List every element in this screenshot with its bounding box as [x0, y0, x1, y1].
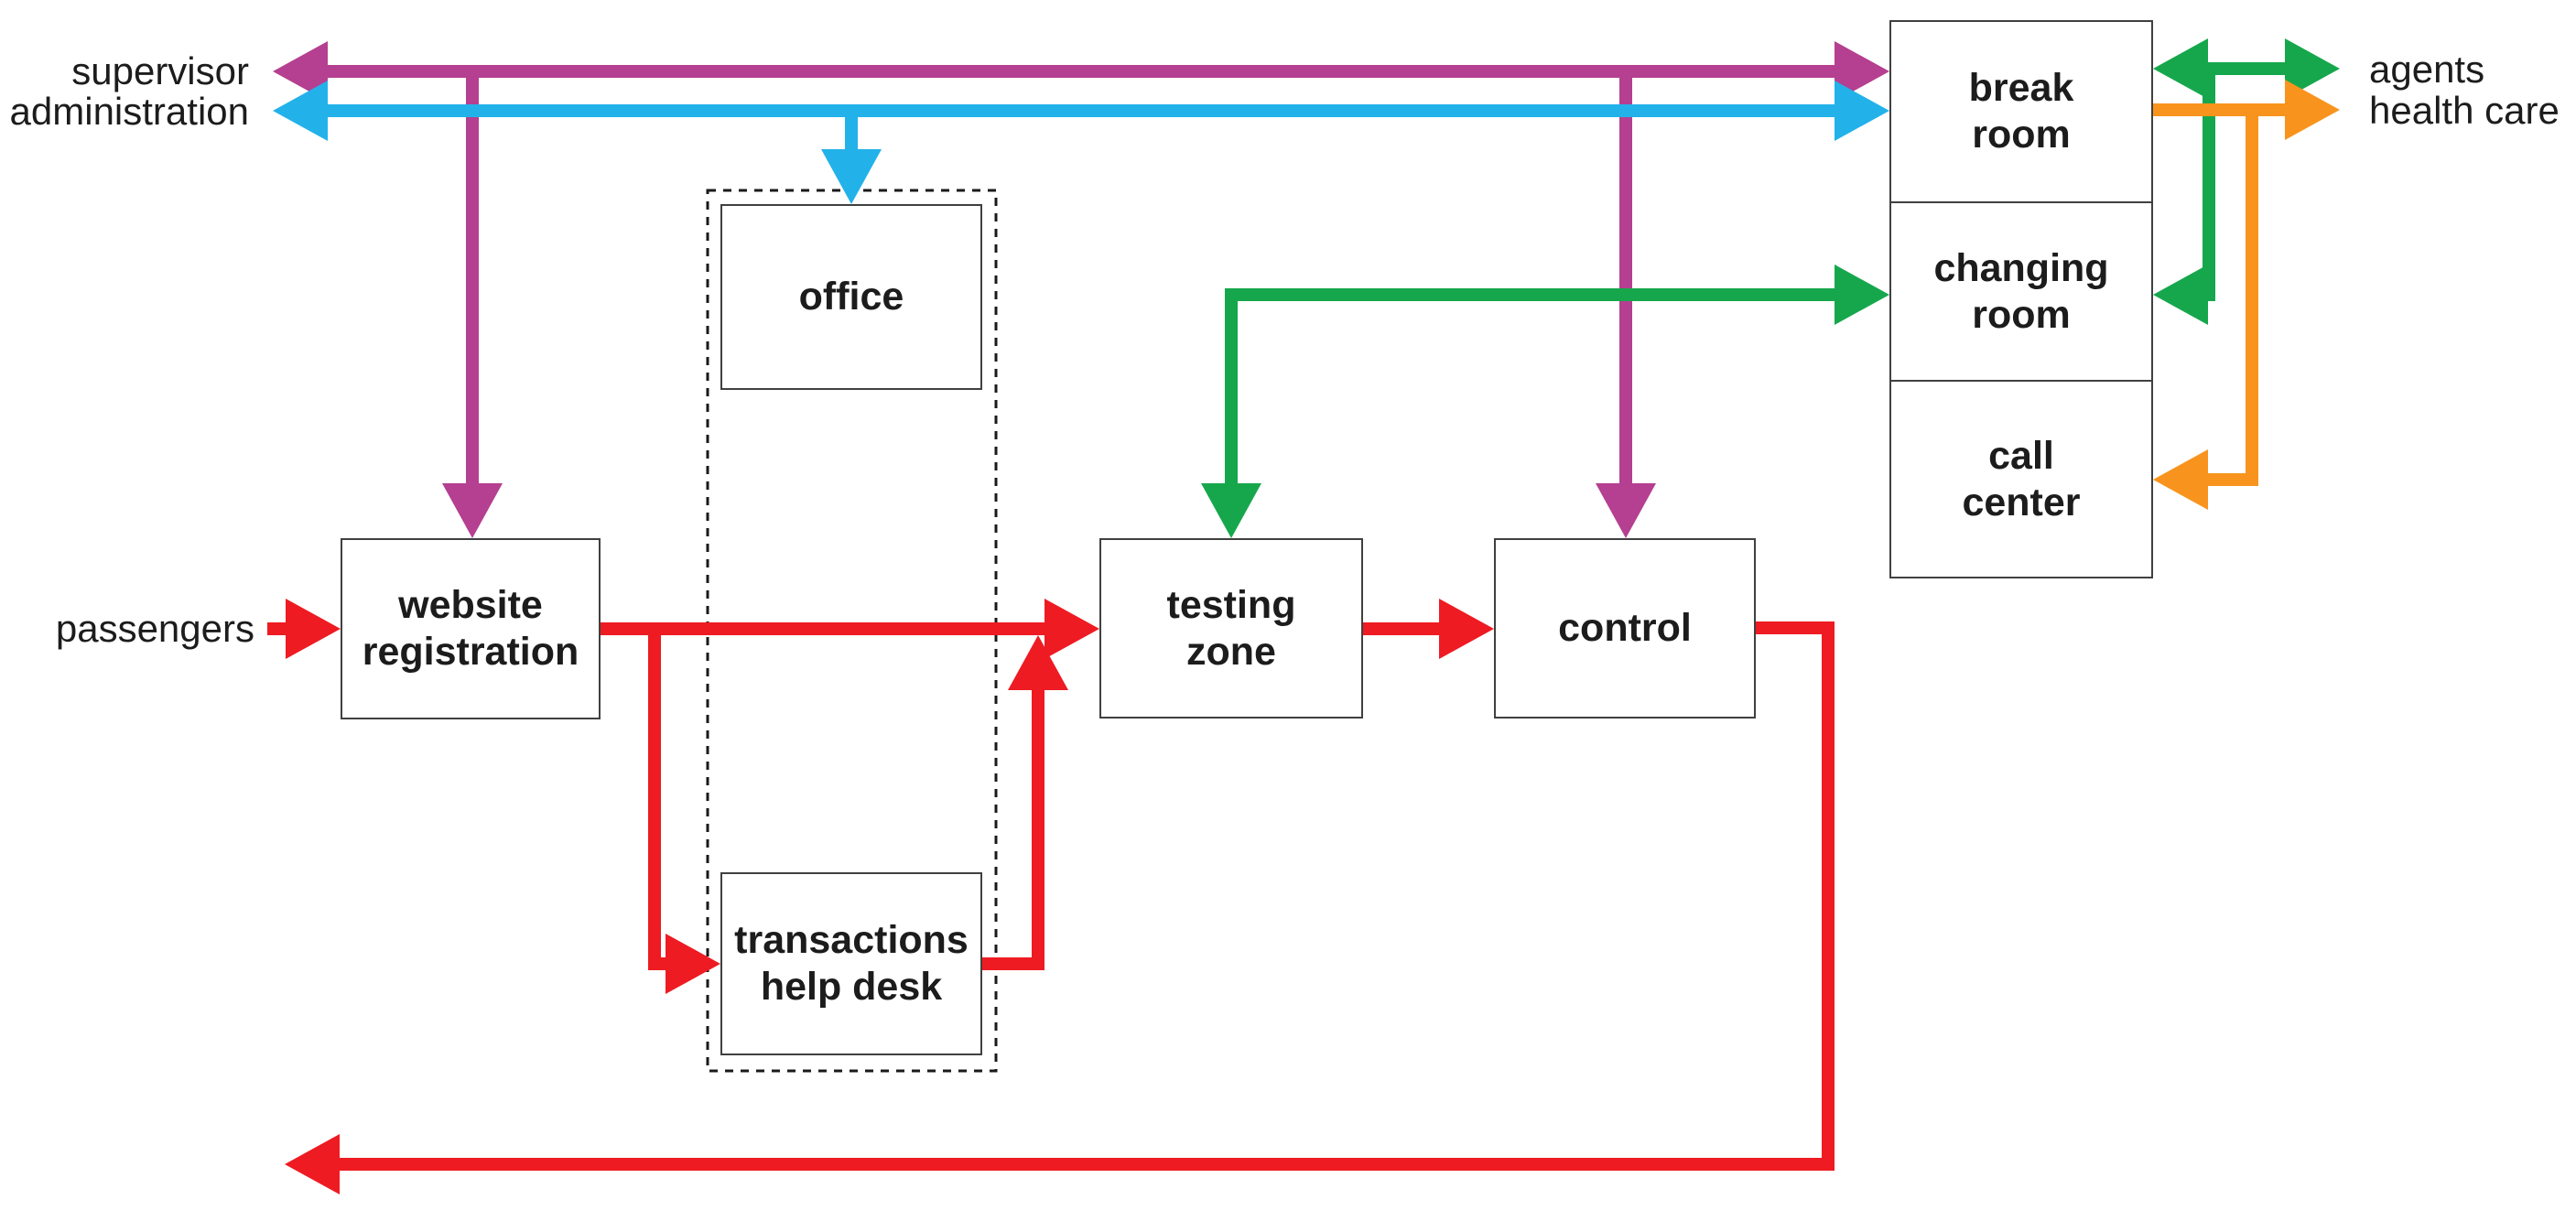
- cyan-arrowhead-to-break-room: [1835, 81, 1889, 141]
- green-arrowhead-to-break-room: [2153, 38, 2208, 99]
- agents-healthcare-labels: agents health care: [2369, 49, 2560, 131]
- control-box: control: [1494, 538, 1756, 719]
- office-box-label: office: [798, 275, 904, 319]
- cyan-arrowhead-to-administration: [273, 81, 328, 141]
- supervisor-label: supervisor: [71, 49, 249, 92]
- transactions-help-desk-box-label: transactions help desk: [734, 918, 969, 1009]
- supervisor-administration-labels: supervisor administration: [10, 51, 249, 132]
- call-center-box-label: call center: [1962, 433, 2081, 524]
- changing-room-box: changing room: [1889, 201, 2153, 382]
- health-care-label: health care: [2369, 89, 2560, 132]
- testing-zone-box-label: testing zone: [1166, 582, 1296, 674]
- break-room-box: break room: [1889, 20, 2153, 203]
- cyan-arrowhead-to-office: [821, 149, 882, 204]
- green-arrowhead-to-changing-room-left: [1835, 265, 1889, 325]
- agents-label: agents: [2369, 48, 2485, 91]
- magenta-arrowhead-to-control: [1596, 483, 1656, 538]
- green-arrowhead-to-testing-zone: [1201, 483, 1261, 538]
- red-branch-to-help-desk: [648, 629, 669, 970]
- red-arrowhead-to-testing-zone: [1044, 599, 1099, 659]
- changing-room-box-label: changing room: [1933, 245, 2109, 337]
- green-arrowhead-to-agents: [2285, 38, 2340, 99]
- call-center-box: call center: [1889, 380, 2153, 578]
- administration-label: administration: [9, 90, 249, 133]
- office-box: office: [720, 204, 982, 390]
- orange-arrowhead-to-health-care: [2285, 80, 2340, 140]
- red-arrowhead-to-help-desk: [666, 934, 720, 994]
- control-box-label: control: [1558, 606, 1692, 651]
- green-arrowhead-to-changing-room-right: [2153, 265, 2208, 325]
- red-arrowhead-to-website-registration: [286, 599, 341, 659]
- break-room-box-label: break room: [1968, 66, 2074, 157]
- green-testing-changing-line: [1225, 288, 1840, 489]
- red-arrowhead-return-left: [285, 1134, 340, 1194]
- red-arrowhead-help-desk-up: [1008, 635, 1068, 690]
- testing-zone-box: testing zone: [1099, 538, 1363, 719]
- magenta-arrowhead-to-break-room: [1835, 41, 1889, 102]
- red-control-return-loop: [338, 621, 1835, 1171]
- website-registration-box: website registration: [341, 538, 601, 719]
- magenta-arrowhead-to-website-registration: [442, 483, 503, 538]
- red-arrowhead-to-control: [1439, 599, 1494, 659]
- website-registration-box-label: website registration: [362, 583, 579, 674]
- passengers-label: passengers: [55, 607, 254, 650]
- orange-drop-to-call-center: [2208, 116, 2258, 486]
- red-help-desk-return-line: [982, 686, 1044, 970]
- magenta-arrowhead-to-supervisor: [273, 41, 328, 102]
- transactions-help-desk-box: transactions help desk: [720, 872, 982, 1055]
- orange-arrowhead-to-call-center: [2153, 449, 2208, 510]
